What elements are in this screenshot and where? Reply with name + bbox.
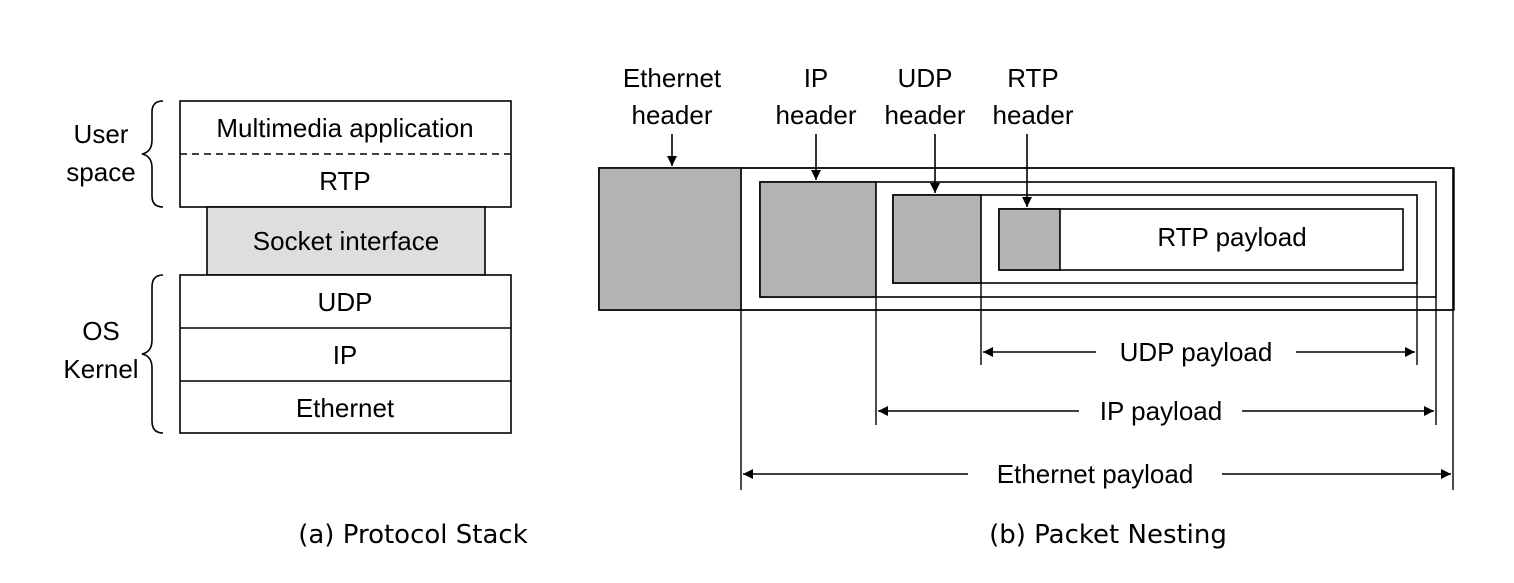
rtp-header-label-line2: header: [993, 100, 1074, 130]
layer-udp: UDP: [318, 287, 373, 317]
layer-ip: IP: [333, 340, 358, 370]
layer-rtp: RTP: [319, 166, 371, 196]
caption-b-text: Packet Nesting: [1034, 520, 1227, 550]
layer-socket-interface: Socket interface: [253, 226, 439, 256]
caption-a-prefix: (a): [298, 520, 334, 550]
protocol-stack: User space OS Kernel Multimedia applicat…: [63, 100, 528, 550]
user-space-label-line2: space: [66, 157, 135, 187]
rtp-payload-label: RTP payload: [1157, 222, 1306, 252]
os-kernel-label-line2: Kernel: [63, 354, 138, 384]
kernel-box: [179, 274, 512, 434]
os-kernel-label-line1: OS: [82, 316, 120, 346]
udp-payload-label: UDP payload: [1120, 337, 1273, 367]
layer-ethernet: Ethernet: [296, 393, 395, 423]
caption-a-text: Protocol Stack: [343, 520, 528, 550]
socket-interface-box: [206, 206, 486, 276]
ethernet-header-box: [598, 167, 742, 311]
ip-header-box: [759, 181, 877, 298]
user-space-box: [179, 100, 512, 208]
udp-header-label-line1: UDP: [898, 63, 953, 93]
user-space-brace: [141, 100, 164, 208]
packet-nesting: Ethernet header IP header UDP header RTP…: [598, 63, 1455, 550]
ethernet-header-label-line1: Ethernet: [623, 63, 722, 93]
udp-header-label-line2: header: [885, 100, 966, 130]
rtp-packet: [998, 208, 1404, 271]
user-space-label-line1: User: [74, 119, 129, 149]
udp-header-box: [892, 194, 982, 284]
os-kernel-brace: [141, 274, 164, 434]
ip-header-label-line2: header: [776, 100, 857, 130]
caption-b-prefix: (b): [989, 520, 1026, 550]
ethernet-header-label-line2: header: [632, 100, 713, 130]
rtp-header-label-line1: RTP: [1007, 63, 1059, 93]
ip-header-label-line1: IP: [804, 63, 829, 93]
ethernet-payload-label: Ethernet payload: [997, 459, 1194, 489]
caption-b: (b) Packet Nesting: [989, 520, 1227, 550]
rtp-header-box: [998, 208, 1061, 271]
ip-payload-label: IP payload: [1100, 396, 1222, 426]
layer-multimedia-application: Multimedia application: [216, 113, 473, 143]
caption-a: (a) Protocol Stack: [298, 520, 528, 550]
